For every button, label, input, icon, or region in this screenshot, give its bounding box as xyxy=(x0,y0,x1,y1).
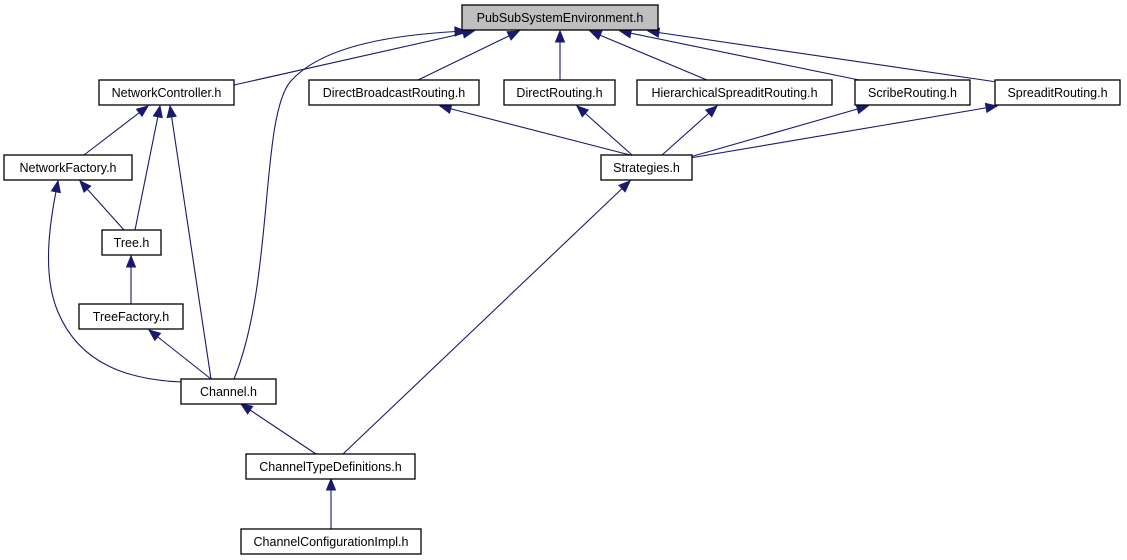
node-box-ctd[interactable] xyxy=(245,453,416,480)
edge-tree-to-netctrl xyxy=(134,105,161,231)
node-strategies[interactable]: Strategies.h xyxy=(600,154,693,181)
arrowhead-tree-to-netctrl xyxy=(152,104,163,119)
node-box-dr[interactable] xyxy=(503,79,616,106)
edge-scribe-to-pubsub xyxy=(619,30,860,81)
node-spreadit[interactable]: SpreaditRouting.h xyxy=(994,79,1121,106)
node-label-treefactory: TreeFactory.h xyxy=(93,310,169,324)
node-box-hsr[interactable] xyxy=(636,79,833,106)
edge-ctd-to-channel xyxy=(240,403,317,455)
node-box-spreadit[interactable] xyxy=(994,79,1121,106)
edge-channel-to-pubsub xyxy=(233,30,467,380)
nodes-layer: PubSubSystemEnvironment.hNetworkControll… xyxy=(3,4,1121,555)
node-label-cci: ChannelConfigurationImpl.h xyxy=(254,535,409,549)
node-box-cci[interactable] xyxy=(240,528,422,555)
node-netctrl[interactable]: NetworkController.h xyxy=(98,79,235,106)
node-box-channel[interactable] xyxy=(180,378,277,405)
arrowhead-netfactory-to-netctrl xyxy=(135,105,150,118)
node-box-dbr[interactable] xyxy=(308,79,480,106)
node-pubsub[interactable]: PubSubSystemEnvironment.h xyxy=(461,4,659,31)
arrowhead-strategies-to-scribe xyxy=(855,104,870,115)
node-label-tree: Tree.h xyxy=(114,236,150,250)
edge-strategies-to-spreadit xyxy=(689,105,998,159)
arrowhead-ctd-to-strategies xyxy=(618,180,631,193)
node-label-dbr: DirectBroadcastRouting.h xyxy=(323,86,465,100)
node-ctd[interactable]: ChannelTypeDefinitions.h xyxy=(245,453,416,480)
node-label-strategies: Strategies.h xyxy=(613,161,680,175)
arrowhead-dr-to-pubsub xyxy=(554,29,566,43)
arrowhead-hsr-to-pubsub xyxy=(588,30,603,41)
arrowhead-strategies-to-spreadit xyxy=(984,102,999,114)
arrowhead-tree-to-netfactory xyxy=(79,180,92,194)
arrowhead-treefactory-to-tree xyxy=(125,254,137,268)
node-cci[interactable]: ChannelConfigurationImpl.h xyxy=(240,528,422,555)
arrowhead-channel-to-netfactory xyxy=(50,179,61,194)
edge-hsr-to-pubsub xyxy=(589,30,708,81)
edge-channel-to-netctrl xyxy=(169,105,212,380)
node-label-hsr: HierarchicalSpreaditRouting.h xyxy=(651,86,817,100)
node-label-netfactory: NetworkFactory.h xyxy=(19,161,116,175)
edge-ctd-to-strategies xyxy=(342,180,631,455)
edge-strategies-to-dbr xyxy=(439,105,631,156)
node-label-channel: Channel.h xyxy=(200,385,257,399)
arrowhead-channel-to-treefactory xyxy=(147,329,162,342)
node-dbr[interactable]: DirectBroadcastRouting.h xyxy=(308,79,480,106)
edge-channel-to-treefactory xyxy=(148,329,212,380)
node-tree[interactable]: Tree.h xyxy=(101,229,162,256)
arrowhead-cci-to-ctd xyxy=(325,477,337,491)
edge-strategies-to-scribe xyxy=(689,105,869,158)
node-scribe[interactable]: ScribeRouting.h xyxy=(854,79,971,106)
edge-strategies-to-hsr xyxy=(661,105,718,156)
arrowhead-strategies-to-dr xyxy=(576,105,590,118)
node-treefactory[interactable]: TreeFactory.h xyxy=(78,303,184,330)
edge-dbr-to-pubsub xyxy=(417,30,520,81)
node-box-pubsub[interactable] xyxy=(461,4,659,31)
node-hsr[interactable]: HierarchicalSpreaditRouting.h xyxy=(636,79,833,106)
arrowhead-ctd-to-channel xyxy=(239,403,254,415)
node-dr[interactable]: DirectRouting.h xyxy=(503,79,616,106)
node-channel[interactable]: Channel.h xyxy=(180,378,277,405)
node-box-tree[interactable] xyxy=(101,229,162,256)
node-box-treefactory[interactable] xyxy=(78,303,184,330)
node-box-scribe[interactable] xyxy=(854,79,971,106)
node-box-netctrl[interactable] xyxy=(98,79,235,106)
node-label-pubsub: PubSubSystemEnvironment.h xyxy=(477,11,644,25)
edge-spreadit-to-pubsub xyxy=(647,30,998,83)
edge-netfactory-to-netctrl xyxy=(83,105,149,156)
arrowhead-strategies-to-dbr xyxy=(438,103,453,114)
node-label-dr: DirectRouting.h xyxy=(516,86,602,100)
edges-layer xyxy=(47,26,999,529)
node-label-spreadit: SpreaditRouting.h xyxy=(1007,86,1107,100)
edge-channel-to-netfactory xyxy=(47,180,183,383)
arrowhead-strategies-to-hsr xyxy=(704,105,718,118)
node-box-netfactory[interactable] xyxy=(3,154,133,181)
node-box-strategies[interactable] xyxy=(600,154,693,181)
edge-strategies-to-dr xyxy=(576,105,633,156)
edge-netctrl-to-pubsub xyxy=(233,30,475,86)
node-label-netctrl: NetworkController.h xyxy=(112,86,222,100)
arrowhead-channel-to-pubsub xyxy=(454,26,468,37)
node-label-scribe: ScribeRouting.h xyxy=(868,86,957,100)
arrowhead-channel-to-netctrl xyxy=(166,104,177,119)
arrowhead-dbr-to-pubsub xyxy=(506,30,521,41)
node-label-ctd: ChannelTypeDefinitions.h xyxy=(259,460,401,474)
node-netfactory[interactable]: NetworkFactory.h xyxy=(3,154,133,181)
